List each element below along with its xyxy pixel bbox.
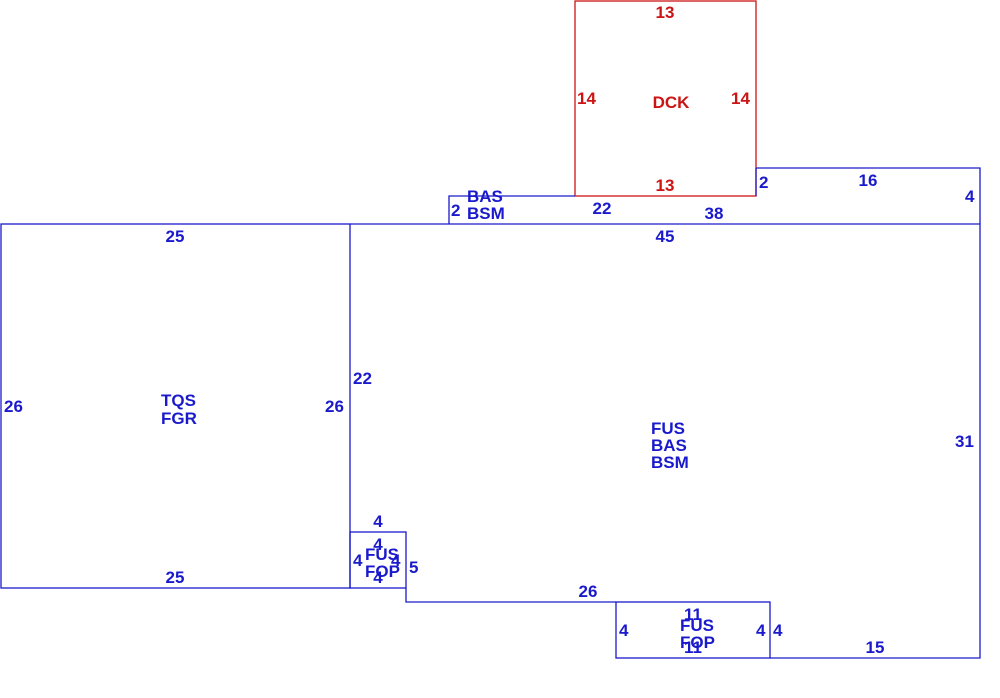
upper-strip-dim-bottom: 38 — [705, 204, 724, 223]
garage-dim-right: 26 — [325, 397, 344, 416]
main-house-dim-top: 45 — [656, 227, 675, 246]
main-house-dim-left: 22 — [353, 369, 372, 388]
small-porch-dim-right: 4 — [391, 551, 401, 570]
main-house-dim-bottom-right: 15 — [866, 638, 885, 657]
front-porch-dim-outer-right: 4 — [773, 621, 783, 640]
upper-right-dim-top: 16 — [859, 171, 878, 190]
small-porch-outline — [349, 531, 407, 589]
front-porch-code-2: FOP — [680, 633, 715, 652]
small-porch-dim-inner-top: 4 — [373, 535, 383, 554]
upper-strip-dim-left: 2 — [451, 201, 460, 220]
deck-outline — [574, 0, 757, 197]
upper-right-dim-left: 2 — [759, 173, 768, 192]
garage-dim-bottom: 25 — [166, 568, 185, 587]
upper-strip-outline — [448, 195, 575, 224]
front-porch-dim-top: 11 — [684, 605, 702, 624]
upper-strip-code-2: BSM — [467, 204, 505, 223]
upper-strip-dim-top: 22 — [593, 199, 612, 218]
deck-code: DCK — [653, 93, 691, 112]
garage-code-1: TQS — [161, 391, 196, 410]
small-porch-code-2: FOP — [365, 562, 400, 581]
front-porch-dim-right: 4 — [756, 621, 766, 640]
main-house-dim-bottom: 26 — [579, 582, 598, 601]
garage-outline — [0, 223, 351, 589]
deck-dim-top: 13 — [656, 3, 675, 22]
small-porch-dim-side: 5 — [409, 558, 418, 577]
main-house-code-3: BSM — [651, 453, 689, 472]
main-house-bottom-edge — [405, 588, 616, 603]
main-house-code-2: BAS — [651, 436, 687, 455]
deck-dim-bottom: 13 — [656, 176, 675, 195]
garage-dim-left: 26 — [4, 397, 23, 416]
front-porch-dim-bottom: 11 — [684, 638, 702, 657]
small-porch-dim-bottom: 4 — [373, 568, 383, 587]
small-porch-dim-left: 4 — [353, 551, 363, 570]
small-porch-code-1: FUS — [365, 545, 399, 564]
garage-dim-top: 25 — [166, 227, 185, 246]
main-house-code-1: FUS — [651, 419, 685, 438]
small-porch-dim-top: 4 — [373, 512, 383, 531]
front-porch-outline — [615, 601, 771, 659]
upper-right-dim-right: 4 — [965, 187, 975, 206]
main-house-outline — [350, 223, 981, 659]
garage-code-2: FGR — [161, 409, 197, 428]
deck-dim-left: 14 — [577, 89, 596, 108]
front-porch-dim-left: 4 — [619, 621, 629, 640]
upper-strip-code-1: BAS — [467, 187, 503, 206]
main-house-dim-right: 31 — [955, 432, 974, 451]
deck-dim-right: 14 — [731, 89, 750, 108]
upper-right-outline — [756, 167, 981, 224]
front-porch-code-1: FUS — [680, 616, 714, 635]
